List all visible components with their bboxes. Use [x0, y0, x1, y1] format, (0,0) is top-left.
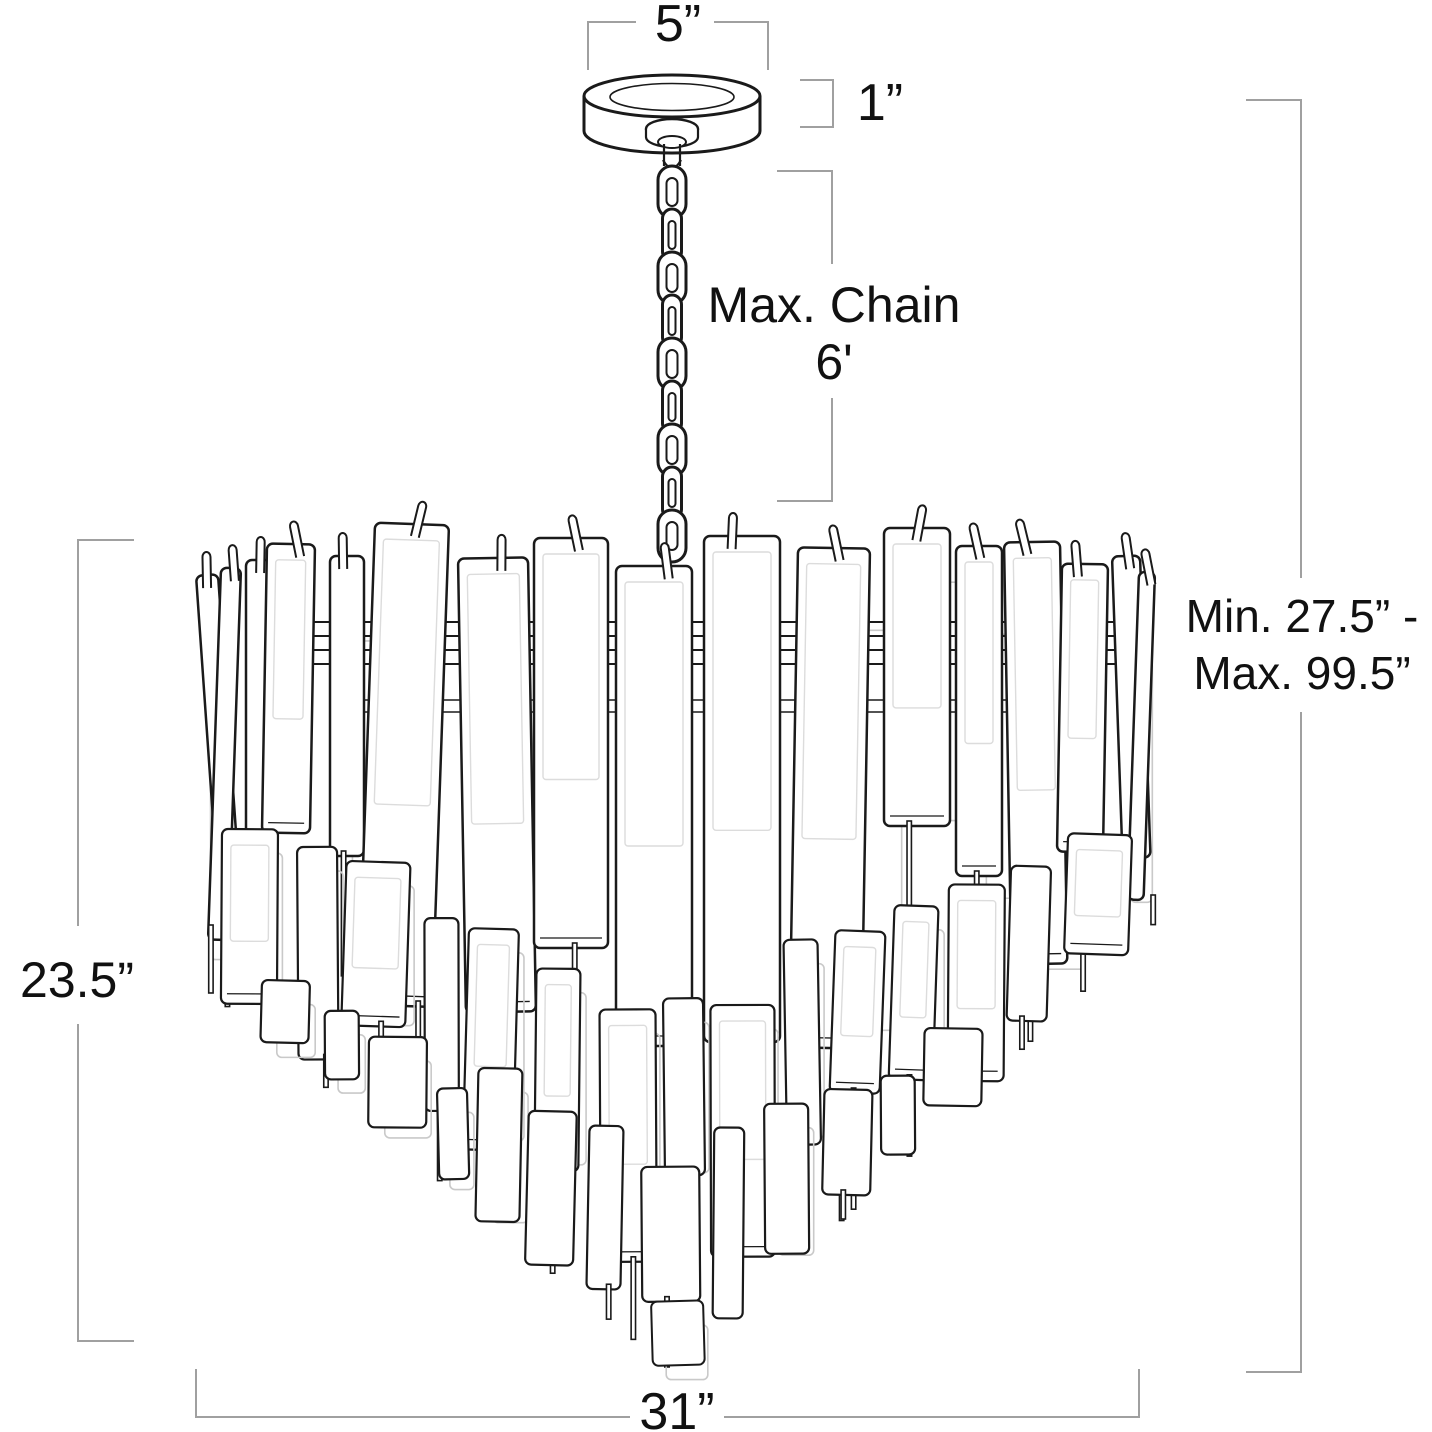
glass-panel: [474, 1066, 524, 1224]
glass-panel: [788, 524, 872, 1050]
canopy-width-dimension-line: [587, 21, 769, 70]
hanger-rod: [1150, 894, 1157, 926]
overall-height-label-line1: Min. 27.5” -: [1186, 590, 1419, 642]
hanger-hook: [1120, 532, 1136, 570]
glass-panel: [1055, 539, 1110, 854]
glass-panel: [585, 1124, 625, 1291]
hanger-hook: [659, 542, 674, 580]
overall-height-label-line2: Max. 99.5”: [1193, 647, 1410, 699]
glass-panel: [1126, 548, 1157, 902]
glass-panel: [954, 522, 1004, 878]
glass-panel: [532, 514, 610, 950]
glass-panel: [260, 520, 317, 835]
hanger-rod: [207, 924, 214, 994]
hanger-hook: [968, 522, 986, 560]
overall-height-dimension-line: [1246, 99, 1302, 1373]
glass-panel: [323, 1009, 361, 1081]
max-chain-label-line2: 6': [815, 334, 852, 390]
glass-panel: [1005, 864, 1053, 1023]
hanging-chain: [656, 159, 688, 564]
fixture-height-label: 23.5”: [20, 952, 134, 1008]
glass-panel: [763, 1102, 811, 1255]
glass-panel: [821, 1087, 874, 1197]
hanger-hook: [227, 544, 240, 582]
glass-panel: [340, 859, 412, 1029]
glass-panel: [702, 512, 782, 1044]
hanger-hook: [496, 533, 507, 571]
hanger-hook: [289, 520, 306, 558]
chandelier-illustration: [195, 73, 1157, 1381]
glass-panel: [423, 916, 460, 1113]
glass-panel: [661, 997, 707, 1177]
glass-panel: [1063, 832, 1133, 957]
hanger-rod: [840, 1189, 847, 1220]
glass-panel: [711, 1126, 746, 1320]
hanger-hook: [201, 551, 213, 589]
glass-panel: [922, 1026, 984, 1108]
glass-panel: [882, 504, 952, 828]
hanger-hook: [409, 500, 428, 539]
hanger-hook: [828, 524, 845, 562]
hanger-rod: [605, 1283, 612, 1320]
glass-panel: [219, 827, 280, 1006]
glass-panel: [614, 542, 694, 1048]
hanger-hook: [1140, 548, 1157, 586]
glass-panel: [650, 1299, 706, 1367]
fixture-width-label: 31”: [639, 1383, 714, 1432]
glass-panel: [879, 1074, 917, 1156]
glass-panel: [206, 544, 243, 942]
hanger-rod: [630, 1256, 637, 1341]
canopy-height-label: 1”: [857, 74, 903, 132]
dimension-annotations: 5” 1” Max. Chain 6' Min. 27.5” - Max. 99…: [20, 0, 1418, 1432]
fixture-height-dimension-line: [77, 539, 134, 1342]
hanger-hook: [337, 532, 349, 570]
glass-panel: [328, 532, 366, 858]
ceiling-canopy: [582, 73, 762, 166]
hanger-hook: [726, 512, 738, 550]
canopy-height-dimension-line: [800, 79, 834, 128]
glass-panel: [828, 929, 887, 1095]
hanger-hook: [911, 504, 928, 542]
hanger-hook: [1015, 518, 1033, 556]
glass-panel: [367, 1035, 429, 1129]
max-chain-label-line1: Max. Chain: [708, 277, 961, 333]
fixture-width-dimension-line: [195, 1369, 1140, 1418]
glass-panel: [435, 1086, 471, 1181]
hanger-hook: [1070, 539, 1083, 578]
canopy-width-label: 5”: [655, 0, 701, 53]
hanger-rod: [1018, 1015, 1025, 1051]
glass-panel: [456, 533, 538, 1014]
glass-panel: [259, 978, 311, 1045]
max-chain-dimension-line: [777, 170, 833, 502]
hanger-hook: [255, 536, 266, 574]
hanger-hook: [567, 514, 584, 552]
glass-panel: [640, 1165, 702, 1303]
glass-panel: [524, 1109, 578, 1267]
